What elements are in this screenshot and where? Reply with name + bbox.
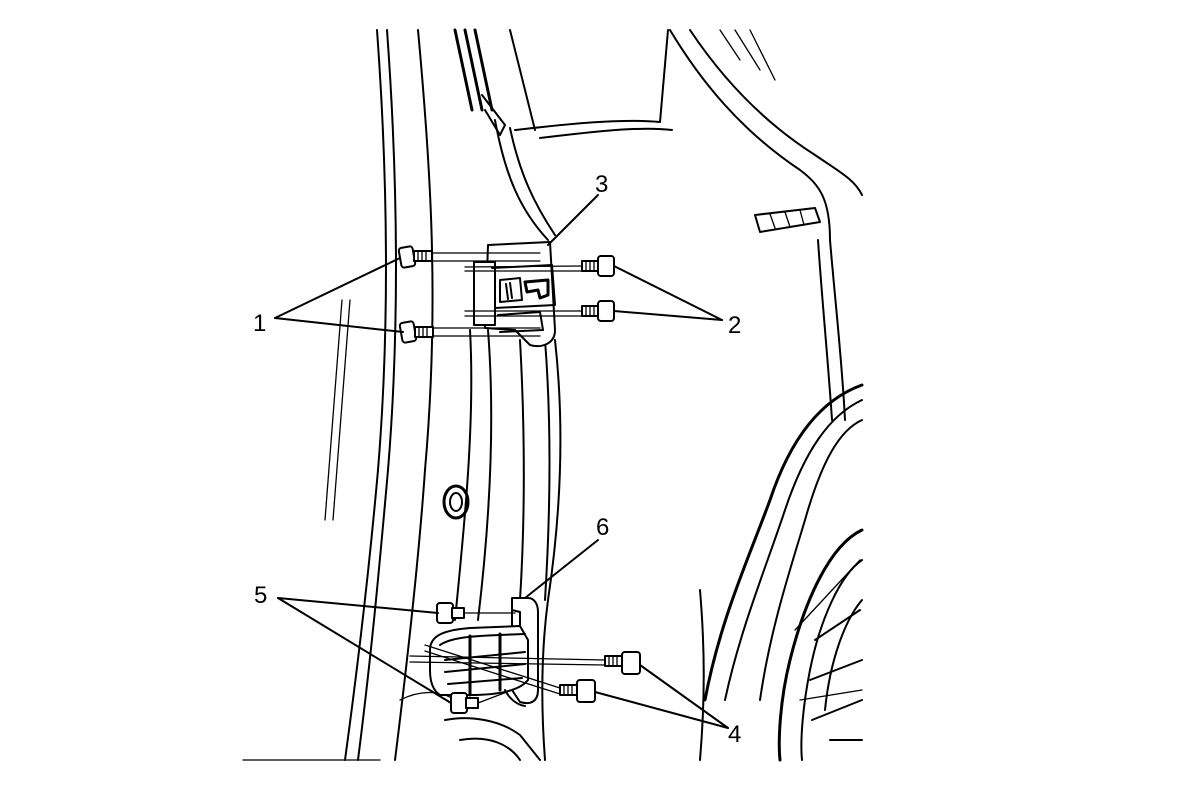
callout-1: 1 [253,310,266,337]
callout-3: 3 [595,171,608,198]
install-guide-lines [409,252,606,704]
bolt-5-lower [450,692,479,714]
upper-hinge [473,241,556,348]
bolt-1-upper [397,245,433,269]
bolt-5-upper [436,602,465,624]
leader-lines [274,194,729,729]
callout-6: 6 [596,514,609,541]
callout-labels: 1 2 3 4 5 6 [253,171,741,748]
bolts [397,245,641,714]
callout-5: 5 [254,582,267,609]
bolt-2-lower [581,300,615,322]
bolt-1-lower [398,320,434,344]
callout-4: 4 [728,721,741,748]
bolt-2-upper [581,255,615,277]
vehicle-body-outline [242,28,864,762]
bolt-4-upper [604,651,641,675]
bolt-4-lower [559,679,596,703]
callout-2: 2 [728,312,741,339]
